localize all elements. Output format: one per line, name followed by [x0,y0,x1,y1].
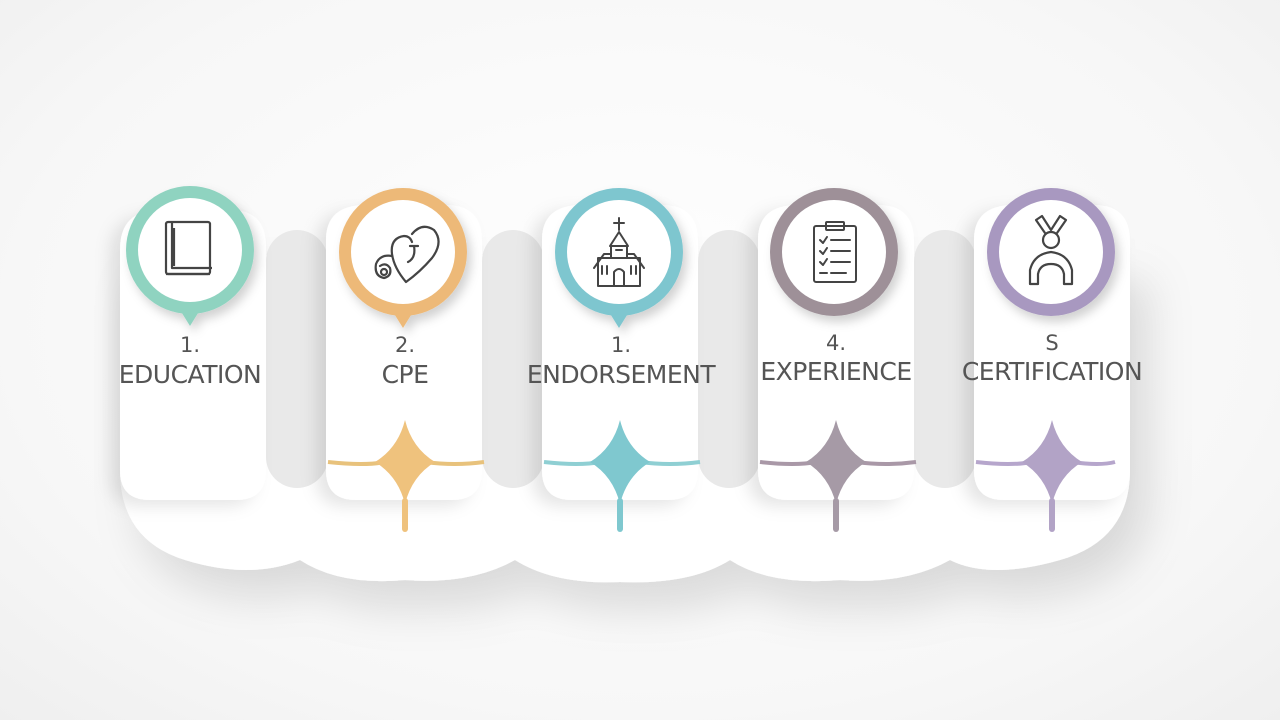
step-1: 1. EDUCATION [119,186,262,389]
step-4: 4. EXPERIENCE [760,188,912,386]
step-1-badge [126,186,254,326]
connector-diamond-4 [806,420,866,532]
step-3-number: 1. [611,333,631,357]
book-icon [164,220,212,276]
clipboard-checklist-icon [813,221,857,283]
connector-diamond-5 [1022,420,1082,532]
step-3-badge [555,188,683,328]
figure-arch-icon [1028,214,1074,286]
step-3-label: ENDORSEMENT [527,360,717,389]
slot-channels [266,230,976,488]
church-icon [593,217,645,287]
step-2-number: 2. [395,333,415,357]
step-1-number: 1. [180,333,200,357]
connectors [327,420,1116,532]
step-5-label: CERTIFICATION [962,357,1142,386]
step-3: 1. ENDORSEMENT [527,188,717,389]
connector-diamond-3 [590,420,650,532]
step-5-number: S [1045,331,1058,355]
step-2-label: CPE [382,360,429,389]
step-2-badge [339,188,467,328]
step-2: 2. CPE [339,188,467,389]
heart-stethoscope-icon [374,225,440,284]
step-5: S CERTIFICATION [962,188,1143,386]
step-4-number: 4. [826,331,846,355]
step-4-label: EXPERIENCE [760,357,911,386]
step-1-label: EDUCATION [119,360,262,389]
connector-diamond-2 [375,420,435,532]
